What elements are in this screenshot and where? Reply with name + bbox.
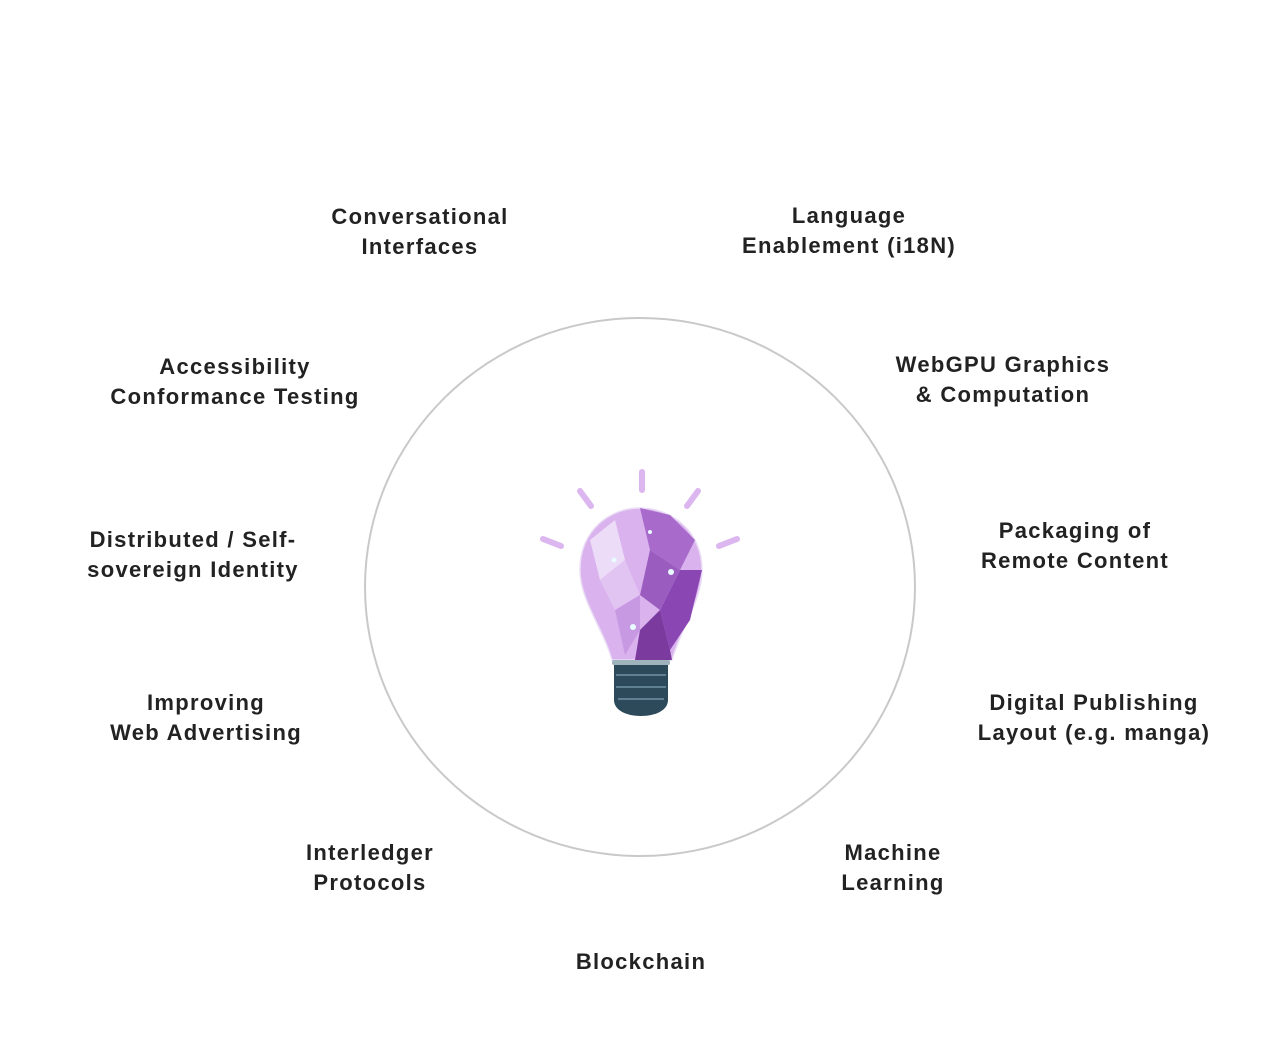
topic-line: & Computation: [915, 382, 1091, 407]
light-rays: [540, 469, 740, 549]
topic-line: Packaging of: [998, 518, 1152, 543]
topic-line: Distributed / Self-: [89, 527, 297, 552]
topic-webgpu: WebGPU Graphics & Computation: [896, 350, 1111, 410]
topic-line: Web Advertising: [110, 720, 302, 745]
topic-line: Remote Content: [980, 548, 1170, 573]
topic-packaging: Packaging of Remote Content: [981, 516, 1169, 576]
topic-line: Protocols: [313, 870, 427, 895]
topic-blockchain: Blockchain: [576, 947, 706, 977]
topic-line: Machine: [844, 840, 942, 865]
topic-line: Accessibility: [159, 354, 311, 379]
topic-line: Language: [791, 203, 907, 228]
center-ring: [364, 317, 916, 857]
topic-line: Learning: [841, 870, 945, 895]
topic-line: Layout (e.g. manga): [977, 720, 1211, 745]
topic-line: Digital Publishing: [989, 690, 1199, 715]
topic-line: Improving: [146, 690, 266, 715]
topic-line: Interfaces: [361, 234, 479, 259]
lightbulb-icon: [540, 469, 740, 716]
topic-identity: Distributed / Self-sovereign Identity: [87, 525, 299, 585]
topic-line: Enablement (i18N): [741, 233, 957, 258]
topic-line: sovereign Identity: [87, 557, 299, 582]
topic-line: Interledger: [306, 840, 434, 865]
topic-line: Blockchain: [575, 949, 707, 974]
topic-line: Conversational: [331, 204, 509, 229]
topic-line: Conformance Testing: [110, 384, 360, 409]
topic-line: WebGPU Graphics: [895, 352, 1111, 377]
